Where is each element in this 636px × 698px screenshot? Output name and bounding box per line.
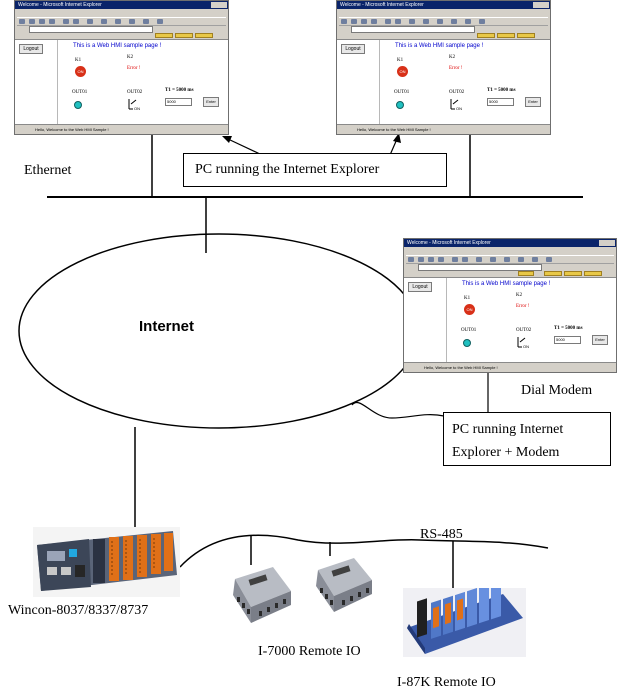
t1-label: T1 = 5000 ms: [165, 88, 194, 93]
k1-on-button[interactable]: ON: [464, 304, 475, 315]
enter-button[interactable]: Enter: [592, 335, 608, 345]
status-bar: Hello, Welcome to the Web HMI Sample !: [337, 124, 550, 134]
arrowhead-left: [222, 136, 232, 143]
error-text: Error !: [449, 66, 463, 71]
browser-window-right: Welcome - Microsoft Internet Explorer Lo…: [336, 0, 551, 135]
pc-modem-box-line1: PC running Internet: [452, 422, 564, 437]
wincon-label: Wincon-8037/8337/8737: [8, 603, 149, 618]
k1-label: K1: [75, 58, 82, 63]
browser-content: Logout This is a Web HMI sample page ! K…: [404, 278, 616, 363]
rs485-bus: [179, 534, 549, 568]
out01-led-icon: [463, 339, 471, 347]
out01-label: OUT01: [461, 328, 477, 333]
browser-content: Logout This is a Web HMI sample page ! K…: [15, 40, 228, 125]
out02-on-label: ON: [523, 344, 529, 349]
links-bar: [339, 33, 548, 38]
enter-button[interactable]: Enter: [203, 97, 219, 107]
arrow-to-left-browser: [227, 138, 261, 155]
pc-modem-box: PC running Internet Explorer + Modem: [443, 412, 611, 466]
out01-led-icon: [74, 101, 82, 109]
browser-toolbar: [404, 247, 616, 278]
pc-modem-box-line2: Explorer + Modem: [452, 445, 560, 460]
k2-label: K2: [516, 293, 523, 298]
browser-toolbar: [337, 9, 550, 40]
pc-ie-box: PC running the Internet Explorer: [183, 153, 447, 187]
browser-title-bar: Welcome - Microsoft Internet Explorer: [404, 239, 616, 247]
k1-on-button[interactable]: ON: [397, 66, 408, 77]
status-bar: Hello, Welcome to the Web HMI Sample !: [15, 124, 228, 134]
internet-cloud: [18, 233, 420, 429]
t1-label: T1 = 5000 ms: [487, 88, 516, 93]
out02-on-label: ON: [134, 106, 140, 111]
wincon-controller-image: [33, 527, 180, 597]
address-bar[interactable]: [351, 26, 475, 33]
browser-title-bar: Welcome - Microsoft Internet Explorer: [15, 1, 228, 9]
browser-sidebar: Logout: [15, 40, 58, 125]
out02-switch-icon[interactable]: [450, 98, 460, 110]
out01-label: OUT01: [72, 90, 88, 95]
i7000-module-1-image: [233, 567, 291, 623]
browser-content: Logout This is a Web HMI sample page ! K…: [337, 40, 550, 125]
toolbar-icons: [406, 255, 614, 264]
t1-label: T1 = 5000 ms: [554, 326, 583, 331]
modem-line: [351, 402, 445, 419]
out02-label: OUT02: [127, 90, 143, 95]
browser-sidebar: Logout: [337, 40, 380, 125]
i87k-label: I-87K Remote IO: [397, 675, 496, 690]
out02-label: OUT02: [449, 90, 465, 95]
browser-sidebar: Logout: [404, 278, 447, 363]
browser-window-modem: Welcome - Microsoft Internet Explorer Lo…: [403, 238, 617, 373]
address-bar[interactable]: [29, 26, 153, 33]
error-text: Error !: [516, 304, 530, 309]
i87k-rack-image: [403, 588, 526, 657]
logout-button[interactable]: Logout: [341, 44, 365, 54]
i7000-label: I-7000 Remote IO: [258, 644, 361, 659]
internet-label: Internet: [139, 318, 195, 335]
page-title: This is a Web HMI sample page !: [462, 281, 551, 287]
logout-button[interactable]: Logout: [19, 44, 43, 54]
out02-switch-icon[interactable]: [128, 98, 138, 110]
links-bar: [17, 33, 226, 38]
t1-input[interactable]: 5000: [165, 98, 192, 106]
window-buttons-icon[interactable]: [211, 2, 227, 8]
k2-label: K2: [449, 55, 456, 60]
i7000-module-2-image: [316, 558, 372, 612]
k1-on-button[interactable]: ON: [75, 66, 86, 77]
error-text: Error !: [127, 66, 141, 71]
out02-switch-icon[interactable]: [517, 336, 527, 348]
k1-label: K1: [397, 58, 404, 63]
window-buttons-icon[interactable]: [599, 240, 615, 246]
out02-on-label: ON: [456, 106, 462, 111]
toolbar-icons: [17, 17, 226, 26]
out02-label: OUT02: [516, 328, 532, 333]
browser-title-bar: Welcome - Microsoft Internet Explorer: [337, 1, 550, 9]
ethernet-label: Ethernet: [24, 163, 72, 178]
window-buttons-icon[interactable]: [533, 2, 549, 8]
browser-toolbar: [15, 9, 228, 40]
toolbar-icons: [339, 17, 548, 26]
out01-led-icon: [396, 101, 404, 109]
status-bar: Hello, Welcome to the Web HMI Sample !: [404, 362, 616, 372]
k1-label: K1: [464, 296, 471, 301]
logout-button[interactable]: Logout: [408, 282, 432, 292]
dial-modem-label: Dial Modem: [521, 383, 593, 398]
t1-input[interactable]: 5000: [554, 336, 581, 344]
page-title: This is a Web HMI sample page !: [73, 43, 162, 49]
page-title: This is a Web HMI sample page !: [395, 43, 484, 49]
k2-label: K2: [127, 55, 134, 60]
enter-button[interactable]: Enter: [525, 97, 541, 107]
address-bar[interactable]: [418, 264, 542, 271]
pc-ie-box-text: PC running the Internet Explorer: [195, 162, 380, 177]
t1-input[interactable]: 5000: [487, 98, 514, 106]
arrowhead-right: [393, 133, 401, 143]
out01-label: OUT01: [394, 90, 410, 95]
links-bar: [406, 271, 614, 276]
rs485-label: RS-485: [420, 527, 463, 542]
browser-window-left: Welcome - Microsoft Internet Explorer Lo…: [14, 0, 229, 135]
